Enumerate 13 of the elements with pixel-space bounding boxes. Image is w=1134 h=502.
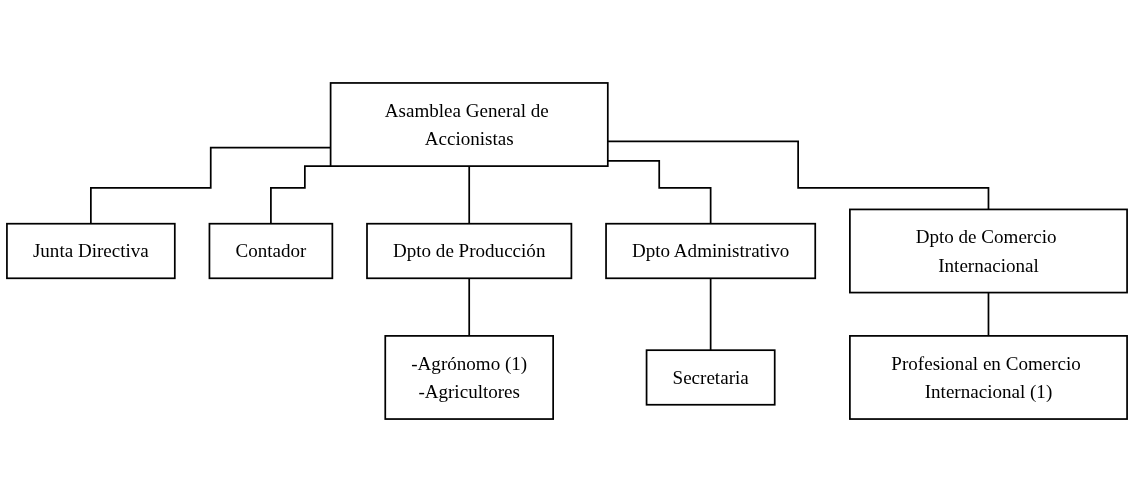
node-box: Dpto de Comercio Internacional [849, 208, 1128, 294]
node-box: Junta Directiva [6, 222, 176, 280]
node-box: Dpto Administrativo [605, 222, 817, 280]
node-box: Contador [208, 222, 334, 280]
connector [468, 165, 471, 225]
node-box: Dpto de Producción [366, 222, 573, 280]
node-box: Secretaria [645, 349, 776, 406]
connector [468, 277, 471, 337]
connector [709, 277, 712, 352]
node-box: Profesional en Comercio Internacional (1) [849, 335, 1128, 420]
node-box: -Agrónomo (1) -Agricultores [384, 335, 554, 420]
connector [987, 291, 990, 337]
node-box: Asamblea General de Accionistas [329, 82, 609, 167]
